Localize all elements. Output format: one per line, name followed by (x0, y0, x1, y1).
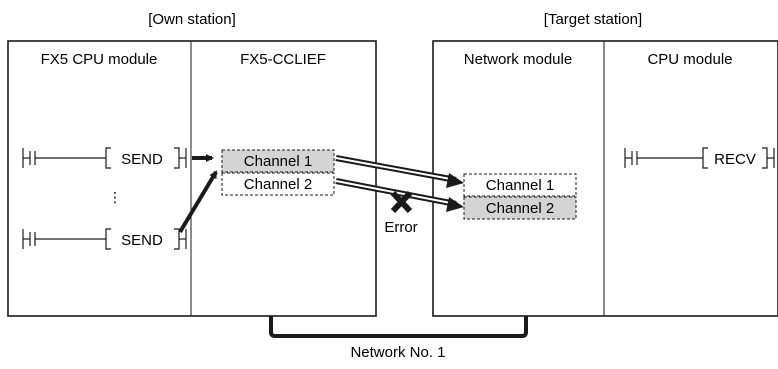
error-x-icon (390, 190, 413, 214)
send-instruction-2: SEND (121, 232, 163, 249)
error-label: Error (384, 219, 417, 236)
recv-rung (624, 147, 775, 169)
target-station-title: [Target station] (544, 11, 642, 28)
own-channel-1-label: Channel 1 (244, 153, 312, 170)
target-channel-1-label: Channel 1 (486, 177, 554, 194)
fx5-ccliief-label: FX5-CCLIEF (240, 51, 326, 68)
network-module-label: Network module (464, 51, 572, 68)
ellipsis: ⋮ (108, 189, 122, 205)
own-channel-1-box (221, 149, 335, 173)
fx5-cpu-module-label: FX5 CPU module (41, 51, 158, 68)
target-channel-2-label: Channel 2 (486, 200, 554, 217)
own-channel-2-box (221, 172, 335, 196)
send-rung-2 (22, 228, 187, 250)
recv-instruction: RECV (714, 151, 756, 168)
transfer-arrow-ch1 (335, 155, 464, 188)
own-channel-2-label: Channel 2 (244, 176, 312, 193)
send-2-arrow (178, 170, 218, 234)
send-rung-1 (22, 147, 187, 169)
network-label: Network No. 1 (350, 344, 445, 361)
target-channel-2-box (463, 196, 577, 220)
target-channel-1-box (463, 173, 577, 197)
cpu-module-label: CPU module (647, 51, 732, 68)
network-bracket (269, 316, 528, 338)
send-instruction-1: SEND (121, 151, 163, 168)
own-station-title: [Own station] (148, 11, 236, 28)
